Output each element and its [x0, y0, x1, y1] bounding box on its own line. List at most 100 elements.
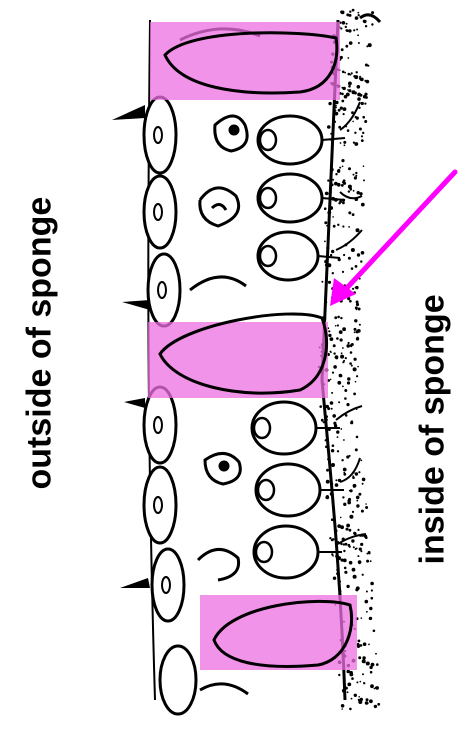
speckle [366, 662, 370, 666]
speckle [354, 176, 357, 179]
collar-cell [254, 526, 318, 578]
speckle [365, 503, 367, 505]
speckle [337, 324, 339, 326]
speckle [342, 166, 344, 168]
speckle [355, 381, 357, 383]
speckle [353, 546, 355, 548]
speckle [352, 121, 354, 123]
speckle [348, 544, 351, 547]
speckle [349, 515, 353, 519]
speckle [365, 96, 368, 99]
speckle [343, 550, 345, 552]
speckle [337, 316, 340, 319]
flagellum [316, 406, 362, 428]
speckle [330, 379, 332, 381]
speckle [357, 253, 360, 256]
speckle [346, 455, 349, 458]
speckle [351, 267, 354, 270]
speckle [332, 372, 334, 374]
speckle [362, 478, 366, 482]
speckle [331, 463, 335, 467]
speckle [340, 142, 342, 144]
speckle [357, 12, 359, 14]
speckle [363, 682, 365, 684]
speckle [331, 392, 333, 394]
speckle [357, 644, 361, 648]
speckle [361, 251, 365, 255]
speckle [324, 221, 327, 224]
speckle [342, 327, 346, 331]
speckle [352, 288, 354, 290]
speckle [365, 600, 369, 604]
speckle [348, 257, 351, 260]
speckle [342, 386, 344, 388]
speckle [348, 73, 351, 76]
speckle [363, 179, 365, 181]
speckle [344, 397, 347, 400]
speckle [349, 708, 352, 711]
speckle [332, 272, 334, 274]
speckle [346, 528, 349, 531]
speckle [343, 254, 345, 256]
speckle [353, 393, 356, 396]
speckle [356, 504, 359, 507]
pinacocyte [152, 549, 184, 621]
speckle [360, 698, 363, 701]
speckle [346, 524, 350, 528]
speckle [360, 78, 364, 82]
speckle [344, 144, 346, 146]
speckle [338, 674, 340, 676]
speckle [325, 192, 329, 196]
speckle [347, 377, 350, 380]
speckle [333, 577, 336, 580]
speckle [328, 102, 331, 105]
speckle [339, 330, 343, 334]
speckle [356, 303, 359, 306]
speckle [366, 591, 368, 593]
speckle [352, 9, 355, 12]
speckle [370, 560, 372, 562]
speckle [354, 132, 356, 134]
speckle [346, 403, 349, 406]
speckle [368, 552, 370, 554]
speckle [340, 355, 344, 359]
speckle [353, 29, 355, 31]
speckle [327, 179, 329, 181]
speckle [327, 125, 331, 129]
speckle [364, 120, 367, 123]
speckle [347, 129, 350, 132]
speckle [358, 640, 361, 643]
speckle [341, 100, 344, 103]
speckle [333, 352, 335, 354]
speckle [341, 459, 343, 461]
speckle [351, 365, 353, 367]
speckle [348, 190, 350, 192]
speckle [335, 483, 339, 487]
speckle [367, 702, 369, 704]
speckle [348, 29, 351, 32]
speckle [343, 107, 347, 111]
collar-cell [256, 464, 320, 516]
speckle [352, 511, 354, 513]
speckle [371, 11, 374, 14]
speckle [331, 250, 334, 253]
speckle [326, 480, 330, 484]
speckle [344, 571, 347, 574]
speckle [342, 225, 344, 227]
speckle [342, 496, 344, 498]
speckle [361, 135, 363, 137]
speckle [356, 375, 358, 377]
speckle [353, 190, 355, 192]
speckle [343, 141, 346, 144]
speckle [375, 653, 377, 655]
inside-of-sponge-label: inside of sponge [414, 305, 453, 565]
speckle [352, 476, 355, 479]
speckle [341, 352, 343, 354]
speckle [371, 23, 373, 25]
speckle [347, 381, 350, 384]
speckle [369, 666, 372, 669]
speckle [357, 34, 359, 36]
highlighted-cell-top [150, 22, 340, 100]
speckle [357, 337, 359, 339]
pinacocyte [144, 97, 176, 173]
